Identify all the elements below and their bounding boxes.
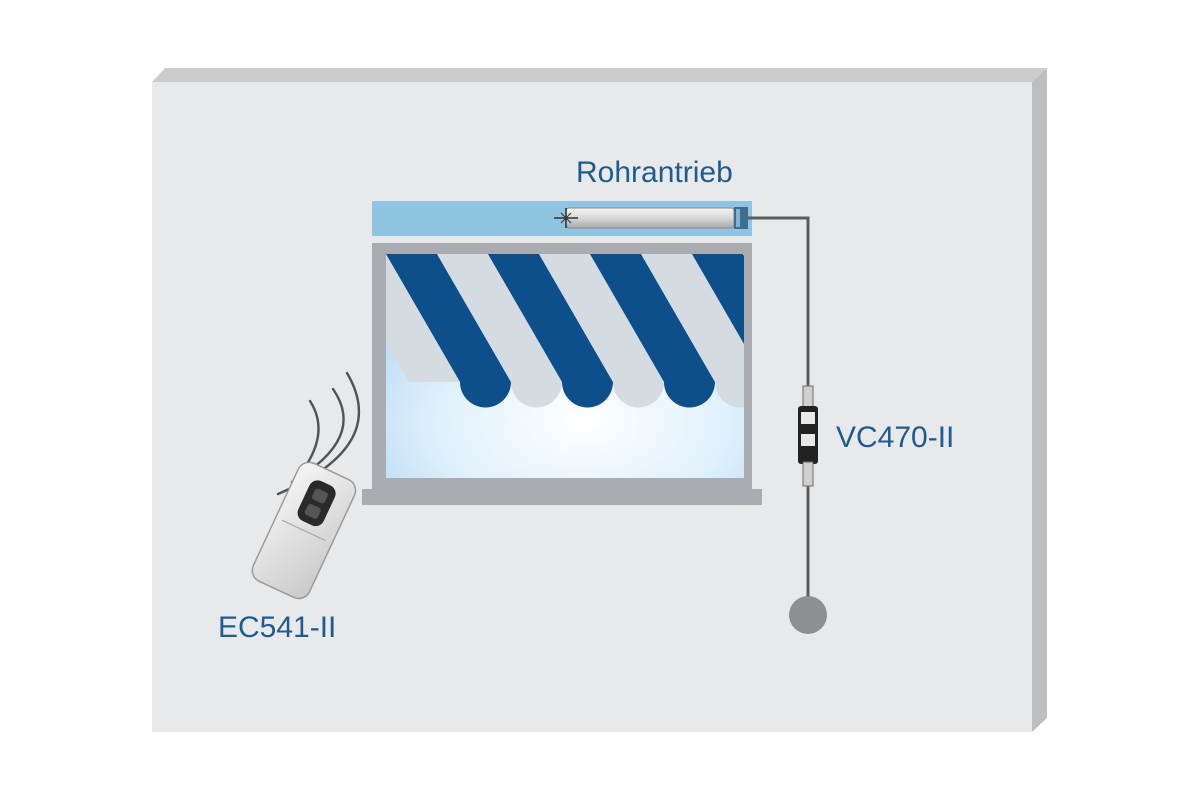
awning-stripe: [437, 254, 562, 382]
motor-housing: [372, 201, 752, 236]
label-motor: Rohrantrieb: [576, 156, 733, 189]
awning: [386, 254, 744, 408]
awning-scallop: [562, 382, 613, 408]
tubular-motor-icon: [554, 207, 748, 229]
cable-outlet: [789, 596, 827, 634]
window: [362, 243, 762, 505]
wall-top-edge: [152, 68, 1047, 82]
awning-scallop: [460, 382, 511, 408]
awning-stripe: [641, 254, 744, 382]
awning-stripe: [590, 254, 715, 382]
awning-scallop: [715, 382, 744, 408]
label-remote: EC541-II: [218, 611, 336, 644]
cable: [748, 216, 827, 634]
window-sill: [362, 489, 762, 505]
label-receiver: VC470-II: [836, 421, 954, 454]
awning-stripe: [692, 254, 744, 344]
awning-stripe: [386, 254, 511, 382]
awning-scallop: [613, 382, 664, 408]
awning-stripe: [488, 254, 613, 382]
awning-scallop: [511, 382, 562, 408]
awning-scallop: [664, 382, 715, 408]
remote-control-icon: [251, 461, 357, 600]
awning-stripe: [539, 254, 664, 382]
wall-side-edge: [1032, 68, 1047, 732]
cable-plug-icon: [798, 385, 818, 487]
awning-stripe: [743, 254, 744, 256]
